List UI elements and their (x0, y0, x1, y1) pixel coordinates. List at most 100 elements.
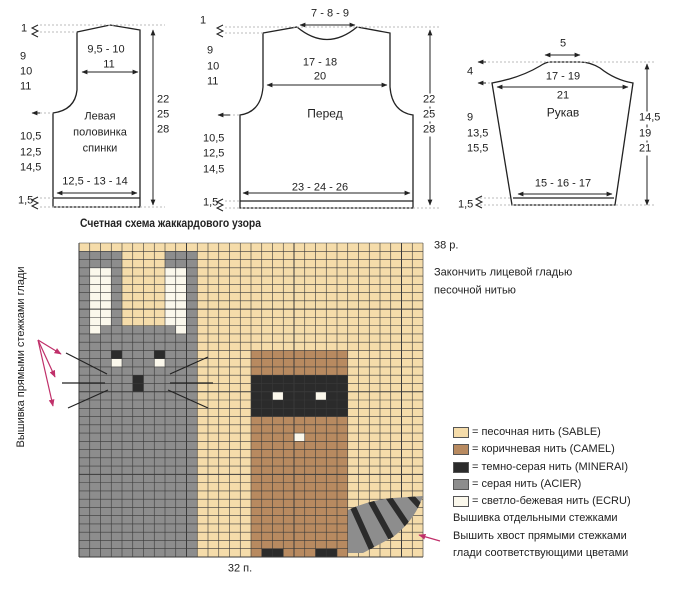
chart-cell-camel (272, 474, 284, 483)
chart-cell-sable (197, 482, 209, 492)
chart-cell-sable (380, 300, 392, 310)
chart-cell-sable (337, 276, 349, 285)
chart-cell-sable (283, 300, 295, 310)
chart-cell-camel (337, 499, 349, 508)
chart-cell-sable (358, 267, 370, 277)
chart-cell-sable (218, 366, 230, 376)
chart-cell-sable (208, 325, 220, 335)
chart-cell-camel (304, 507, 316, 516)
chart-cell-sable (401, 391, 413, 401)
chart-cell-acier (111, 424, 123, 434)
chart-cell-minerai (111, 350, 123, 359)
chart-cell-acier (132, 424, 144, 434)
chart-cell-acier (132, 457, 144, 467)
chart-cell-ecru (100, 284, 112, 293)
chart-cell-sable (390, 383, 402, 393)
chart-cell-sable (358, 366, 370, 376)
chart-cell-camel (315, 474, 327, 483)
chart-cell-minerai (304, 375, 316, 384)
chart-cell-acier (111, 325, 123, 335)
chart-cell-sable (412, 309, 424, 318)
chart-cell-sable (380, 309, 392, 318)
chart-cell-sable (272, 251, 284, 260)
legend-label: = коричневая нить (CAMEL) (472, 443, 615, 455)
chart-cell-camel (294, 482, 306, 492)
chart-cell-sable (401, 284, 413, 293)
chart-cell-sable (283, 317, 295, 326)
chart-cell-sable (218, 449, 230, 459)
chart-cell-sable (347, 424, 359, 434)
chart-cell-camel (294, 532, 306, 541)
chart-cell-sable (272, 276, 284, 285)
chart-cell-minerai (315, 383, 327, 393)
chart-cell-sable (401, 433, 413, 442)
chart-cell-sable (154, 259, 166, 269)
chart-cell-acier (186, 515, 198, 525)
chart-cell-acier (132, 466, 144, 475)
chart-cell-sable (218, 267, 230, 277)
chart-cell-acier (89, 259, 101, 269)
chart-cell-camel (326, 482, 338, 492)
chart-cell-sable (251, 325, 263, 335)
chart-cell-acier (89, 342, 101, 351)
chart-cell-sable (208, 408, 220, 417)
chart-cell-sable (143, 300, 155, 310)
chart-cell-camel (261, 358, 273, 368)
chart-cell-sable (358, 433, 370, 442)
chart-cell-sable (272, 267, 284, 277)
chart-cell-sable (315, 309, 327, 318)
chart-cell-sable (218, 507, 230, 516)
chart-cell-camel (251, 424, 263, 434)
chart-cell-acier (154, 523, 166, 533)
chart-cell-acier (100, 333, 112, 343)
chart-cell-acier (79, 342, 91, 351)
chart-cell-sable (304, 309, 316, 318)
chart-cell-sable (347, 267, 359, 277)
chart-cell-sable (380, 490, 392, 500)
chart-cell-sable (380, 366, 392, 376)
chart-cell-sable (229, 276, 241, 285)
chart-cell-sable (390, 375, 402, 384)
chart-cell-sable (304, 267, 316, 277)
chart-cell-ecru (89, 276, 101, 285)
chart-cell-sable (337, 292, 349, 302)
chart-cell-sable (283, 309, 295, 318)
chart-cell-sable (401, 259, 413, 269)
chart-cell-sable (369, 358, 381, 368)
chart-cell-sable (347, 499, 359, 508)
chart-cell-camel (251, 490, 263, 500)
chart-cell-sable (208, 317, 220, 326)
chart-cell-sable (132, 276, 144, 285)
chart-cell-sable (347, 416, 359, 426)
chart-cell-sable (89, 243, 101, 252)
chart-cell-acier (186, 474, 198, 483)
chart-cell-acier (111, 309, 123, 318)
chart-cell-acier (79, 317, 91, 326)
back-armhole-label: 10 (20, 65, 33, 78)
chart-cell-sable (369, 251, 381, 260)
minerai-swatch (453, 461, 469, 473)
chart-cell-sable (390, 342, 402, 351)
chart-cell-camel (304, 433, 316, 442)
chart-cell-acier (154, 457, 166, 467)
chart-cell-sable (218, 243, 230, 252)
chart-cell-sable (315, 342, 327, 351)
chart-cell-camel (294, 507, 306, 516)
chart-cell-sable (251, 300, 263, 310)
chart-cell-camel (326, 358, 338, 368)
chart-cell-sable (197, 548, 209, 558)
chart-cell-sable (154, 300, 166, 310)
chart-cell-camel (283, 424, 295, 434)
chart-cell-sable (208, 482, 220, 492)
chart-cell-sable (154, 251, 166, 260)
chart-cell-acier (165, 391, 177, 401)
chart-cell-acier (79, 474, 91, 483)
front-side-label: 12,5 (203, 147, 225, 160)
chart-cell-sable (401, 251, 413, 260)
chart-cell-sable (197, 424, 209, 434)
chart-cell-camel (272, 350, 284, 359)
back-band-label: 1,5 (18, 194, 34, 207)
chart-cell-acier (175, 358, 187, 368)
chart-cell-ecru (175, 267, 187, 277)
jacquard-chart-gridlines (78, 242, 424, 558)
